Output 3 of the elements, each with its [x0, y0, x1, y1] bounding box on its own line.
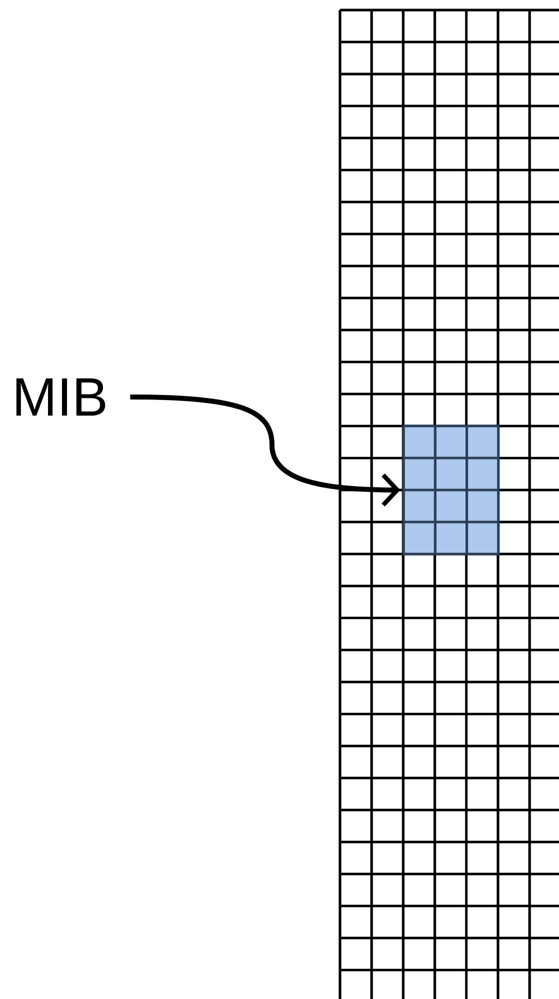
highlighted-block	[402, 424, 500, 556]
label-text: MIB	[16, 378, 106, 416]
arrow	[130, 394, 400, 507]
